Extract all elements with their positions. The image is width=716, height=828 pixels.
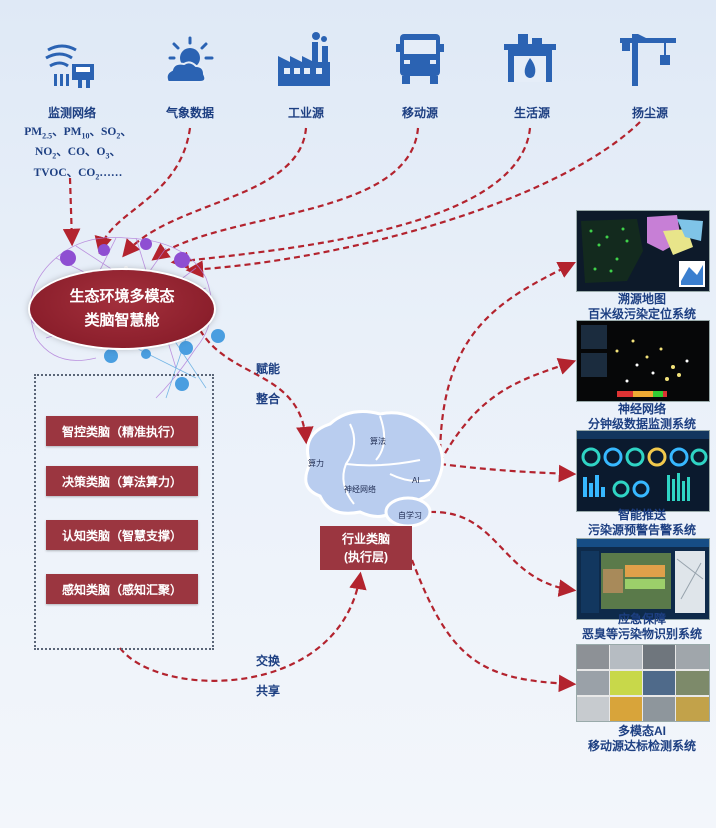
brain-algorithm: 算法 [370, 437, 386, 446]
pollutant-list: PM2.5、PM10、SO2、 NO2、CO、O3、 TVOC、CO2…… [8, 124, 148, 185]
system-title-warning: 智能推送污染源预警告警系统 [587, 508, 697, 537]
system-screenshot-monitoring[interactable] [576, 320, 710, 402]
layer-cognition[interactable]: 认知类脑（智慧支撑） [46, 520, 198, 550]
pollutant-line-2: NO2、CO、O3、 [35, 146, 121, 161]
core-brain-cabin[interactable]: 生态环境多模态 类脑智慧舱 [30, 270, 214, 348]
brain-self-learning: 自学习 [398, 511, 422, 520]
arrow-sys1 [438, 262, 576, 461]
label-exchange: 交换 [256, 654, 281, 668]
arrow-mobile [151, 127, 420, 261]
source-label-dust: 扬尘源 [631, 106, 669, 120]
label-integrate: 整合 [256, 392, 281, 406]
system-title-emergency: 应急保障恶臭等污染物识别系统 [581, 612, 703, 641]
arrow-empower [199, 329, 314, 445]
layer-decision[interactable]: 决策类脑（算法算力） [46, 466, 198, 496]
pollutant-line-1: PM2.5、PM10、SO2、 [24, 126, 132, 141]
system-screenshot-map[interactable] [576, 210, 710, 292]
truck-icon [396, 34, 444, 84]
brain-ai: AI [412, 476, 420, 485]
core-title-line2: 类脑智慧舱 [84, 312, 160, 329]
crane-icon [620, 34, 676, 86]
arrow-industry [122, 127, 308, 258]
system-screenshot-mobile-ai[interactable] [576, 644, 710, 722]
brain-layer-container [34, 374, 214, 650]
arrow-dust [185, 121, 641, 278]
source-label-weather: 气象数据 [165, 106, 215, 120]
source-label-household: 生活源 [513, 106, 551, 120]
label-empower: 赋能 [256, 362, 281, 376]
map-thumbnail [577, 211, 709, 291]
source-label-mobile: 移动源 [401, 106, 439, 120]
system-screenshot-emergency[interactable] [576, 538, 710, 620]
industry-subtitle: (执行层) [344, 550, 388, 564]
industry-brain-box[interactable]: 行业类脑 (执行层) [320, 526, 412, 570]
warning-thumbnail [577, 431, 709, 511]
arrow-exchange [119, 571, 367, 682]
source-label-monitoring: 监测网络 [47, 106, 97, 120]
arrow-sys4 [429, 510, 577, 597]
arrow-household [170, 127, 532, 270]
layer-smart-control[interactable]: 智控类脑（精准执行） [46, 416, 198, 446]
industry-title: 行业类脑 [341, 532, 390, 546]
system-screenshot-warning[interactable] [576, 430, 710, 512]
weather-icon [165, 36, 214, 83]
factory-icon [278, 32, 330, 86]
pollutant-line-3: TVOC、CO2…… [33, 166, 123, 181]
monitoring-network-icon [45, 44, 94, 88]
arrow-monitoring [62, 177, 81, 247]
arrow-sys3 [439, 462, 577, 483]
household-icon [504, 34, 556, 82]
core-title-line1: 生态环境多模态 [69, 288, 175, 305]
mobile-ai-photo-grid [577, 645, 709, 721]
industry-brain-graphic [304, 410, 444, 528]
emergency-thumbnail [577, 539, 709, 619]
arrow-sys5 [410, 559, 577, 693]
system-title-map: 溯源地图百米级污染定位系统 [587, 292, 697, 321]
source-label-industry: 工业源 [287, 106, 325, 120]
label-share: 共享 [256, 684, 281, 698]
monitoring-thumbnail [577, 321, 709, 401]
arrow-sys2 [439, 358, 577, 463]
brain-compute: 算力 [308, 459, 324, 468]
system-title-monitoring: 神经网络分钟级数据监测系统 [587, 402, 697, 431]
arrow-weather [94, 127, 192, 255]
brain-neural: 神经网络 [344, 485, 376, 494]
layer-perception[interactable]: 感知类脑（感知汇聚） [46, 574, 198, 604]
